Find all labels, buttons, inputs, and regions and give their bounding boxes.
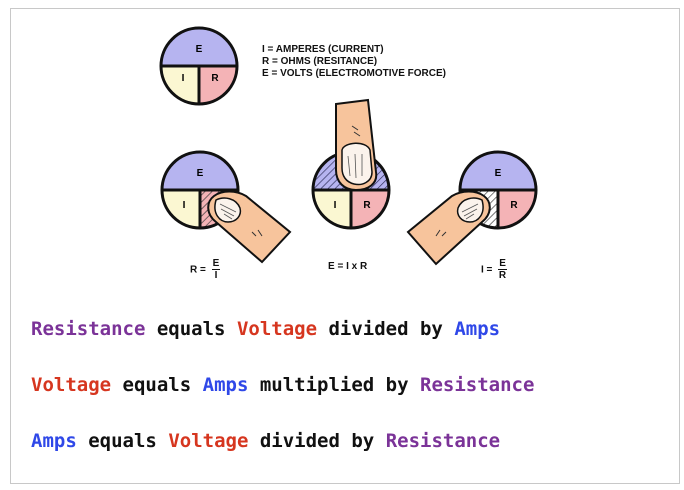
word-divided-by: divided by: [259, 430, 375, 452]
fraction: E I: [211, 258, 221, 282]
word-voltage: Voltage: [236, 318, 318, 340]
finger-icon: [406, 190, 491, 266]
fraction: E R: [498, 258, 507, 282]
sentence-voltage: Voltage equals Amps multiplied by Resist…: [31, 374, 534, 396]
formula-voltage: E = I x R: [328, 261, 368, 272]
label-e: E: [197, 168, 204, 179]
word-amps: Amps: [31, 430, 77, 452]
formula-lhs: R =: [190, 264, 206, 276]
word-resistance: Resistance: [31, 318, 146, 340]
fraction-numerator: E: [211, 258, 221, 270]
fraction-denominator: R: [498, 270, 507, 281]
label-r: R: [211, 73, 219, 84]
fraction-numerator: E: [498, 258, 507, 270]
figure-frame: [10, 8, 680, 484]
reference-circle: E I R: [159, 26, 239, 106]
word-multiplied-by: multiplied by: [259, 374, 409, 396]
fraction-denominator: I: [214, 270, 218, 281]
word-amps: Amps: [202, 374, 249, 396]
label-i: I: [182, 73, 185, 84]
formula-resistance: R = E I: [190, 258, 221, 282]
word-equals: equals: [88, 430, 157, 452]
word-equals: equals: [156, 318, 226, 340]
label-i: I: [183, 200, 186, 211]
formula-current: I = E R: [481, 258, 507, 282]
word-resistance: Resistance: [420, 374, 535, 396]
formula-lhs: I =: [481, 264, 493, 276]
legend-ohms: R = OHMS (RESITANCE): [262, 56, 378, 67]
label-r: R: [363, 200, 371, 211]
label-e: E: [196, 44, 203, 55]
finger-icon: [335, 98, 378, 192]
sentence-amps: Amps equals Voltage divided by Resistanc…: [31, 430, 500, 452]
word-divided-by: divided by: [328, 318, 443, 340]
finger-icon: [207, 190, 292, 264]
sentence-resistance: Resistance equals Voltage divided by Amp…: [31, 318, 500, 340]
word-amps: Amps: [454, 318, 501, 340]
legend-amperes: I = AMPERES (CURRENT): [262, 44, 384, 55]
word-resistance: Resistance: [385, 430, 501, 452]
label-e: E: [495, 168, 502, 179]
legend: I = AMPERES (CURRENT) R = OHMS (RESITANC…: [262, 44, 446, 80]
word-equals: equals: [122, 374, 192, 396]
label-r: R: [510, 200, 518, 211]
label-i: I: [334, 200, 337, 211]
word-voltage: Voltage: [168, 430, 249, 452]
word-voltage: Voltage: [31, 374, 112, 396]
legend-volts: E = VOLTS (ELECTROMOTIVE FORCE): [262, 68, 446, 79]
